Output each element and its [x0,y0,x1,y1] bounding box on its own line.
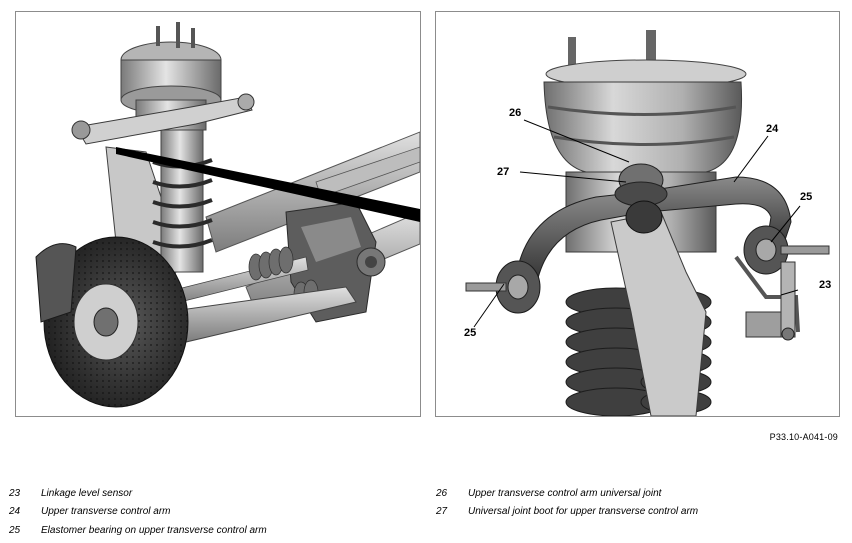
legend-item: 23 Linkage level sensor [9,484,267,503]
callout-25-right: 25 [800,191,813,203]
coil-spring [152,121,213,273]
legend-text: Upper transverse control arm [41,506,171,518]
callout-leader-lines [473,119,801,328]
wheel-carrier-arm [610,211,707,416]
legend-number: 24 [9,506,21,518]
figure-reference-code: P33.10-A041-09 [769,432,838,442]
legend-number: 27 [436,506,448,518]
legend-text: Upper transverse control arm universal j… [468,487,662,499]
elastomer-bearings [465,225,830,314]
legend-number: 26 [436,487,448,499]
legend-text: Universal joint boot for upper transvers… [468,506,699,518]
callout-27: 27 [497,166,510,178]
upper-arm-detail-drawing [465,30,830,416]
callout-23: 23 [819,279,832,291]
brake-caliper [35,243,77,323]
universal-joint [614,163,668,234]
legend-left-column: 23 Linkage level sensor 24 Upper transve… [9,484,267,540]
legend-text: Linkage level sensor [41,487,133,499]
legend-item: 25 Elastomer bearing on upper transverse… [9,521,267,540]
legend-item: 26 Upper transverse control arm universa… [436,484,698,503]
drive-shaft [165,246,319,307]
zoom-indicator [116,147,420,222]
suspension-overview-drawing [35,22,420,408]
legend-item: 24 Upper transverse control arm [9,503,267,522]
overview-illustration-panel [15,11,421,417]
legend-number: 25 [9,524,21,536]
level-sensor-linkage [734,255,800,341]
upper-control-arm [75,96,253,145]
detail-illustration-panel: 26 27 24 25 23 25 [435,11,840,417]
callout-25-left: 25 [464,327,477,339]
legend-number: 23 [9,487,21,499]
legend-text: Elastomer bearing on upper transverse co… [41,524,267,536]
callout-26: 26 [509,107,522,119]
callout-24: 24 [766,123,779,135]
upper-arm-joint [71,120,91,140]
brake-disc [35,236,189,408]
legend-right-column: 26 Upper transverse control arm universa… [436,484,698,521]
legend-item: 27 Universal joint boot for upper transv… [436,503,698,522]
